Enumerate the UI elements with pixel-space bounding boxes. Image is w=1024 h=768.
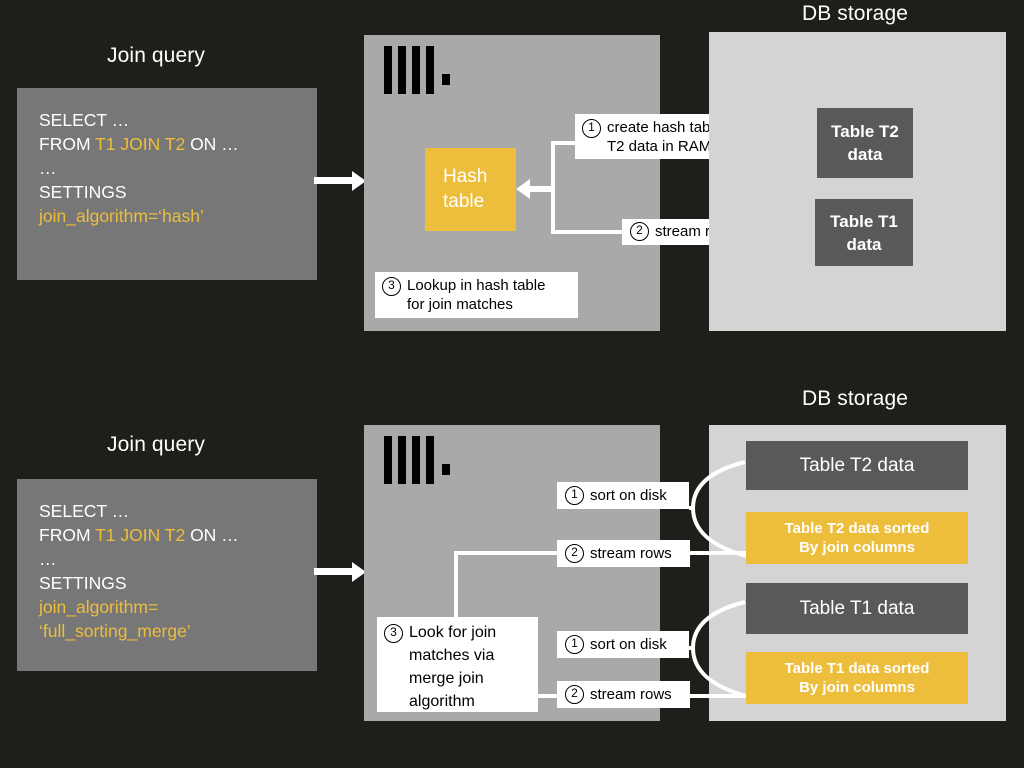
bottom-callout-sort-2-number: 1 (565, 634, 584, 654)
top-conn-bracket-top-stub (551, 141, 579, 145)
top-db-storage-panel (709, 32, 1006, 331)
bottom-conn-stream-upper-left (454, 551, 559, 555)
bottom-callout-stream-2-text: stream rows (590, 685, 672, 703)
bottom-query-to-server-arrow-shaft (314, 568, 358, 575)
bottom-table-t1-raw-block: Table T1 data (746, 583, 968, 634)
top-query-line-1: SELECT … (39, 110, 130, 130)
top-query-line-2: FROM T1 JOIN T2 ON … (39, 132, 295, 156)
bottom-callout-stream-2: 2 stream rows (557, 681, 690, 708)
bottom-conn-stream-upper-right (689, 551, 748, 555)
top-conn-hash-arrow-shaft (529, 186, 555, 192)
top-conn-bracket-bottom-stub (551, 230, 623, 234)
bottom-callout-stream-2-number: 2 (565, 684, 584, 704)
top-query-to-server-arrow-shaft (314, 177, 358, 184)
top-callout-1-number: 1 (582, 119, 601, 138)
bottom-query-line-6: ‘full_sorting_merge’ (39, 621, 191, 641)
bottom-callout-merge-text: Look for join matches via merge join alg… (409, 624, 497, 710)
top-table-t1-label: Table T1 data (830, 211, 898, 254)
bottom-table-t2-sorted-label: Table T2 data sorted By join columns (784, 520, 930, 556)
bottom-callout-sort-1: 1 sort on disk (557, 482, 689, 509)
bottom-query-line-2-pre: FROM (39, 525, 96, 545)
bottom-callout-merge: 3 Look for join matches via merge join a… (377, 617, 538, 712)
top-table-t1-block: Table T1 data (815, 199, 913, 266)
top-callout-3-text: Lookup in hash table for join matches (407, 277, 546, 313)
bottom-callout-sort-2: 1 sort on disk (557, 631, 689, 658)
clickhouse-logo-icon (384, 436, 464, 484)
bottom-query-line-4: SETTINGS (39, 573, 127, 593)
top-hash-table-line-1: Hash (443, 166, 488, 187)
top-db-storage-title: DB storage (801, 2, 909, 25)
bottom-table-t2-sorted-block: Table T2 data sorted By join columns (746, 512, 968, 564)
bottom-callout-stream-1: 2 stream rows (557, 540, 690, 567)
top-hash-table-line-2: table (443, 191, 485, 212)
top-query-line-4: SETTINGS (39, 182, 127, 202)
bottom-conn-stream-lower-left (537, 694, 563, 698)
top-callout-3-number: 3 (382, 277, 401, 296)
bottom-conn-stream-lower-right (689, 694, 748, 698)
bottom-callout-stream-1-text: stream rows (590, 544, 672, 562)
top-query-line-5: join_algorithm=‘hash’ (39, 206, 204, 226)
bottom-query-line-2-post: ON … (185, 525, 239, 545)
bottom-table-t1-sorted-label: Table T1 data sorted By join columns (784, 660, 930, 696)
bottom-table-t2-raw-block: Table T2 data (746, 441, 968, 490)
bottom-join-query-title: Join query (107, 433, 205, 456)
bottom-callout-sort-2-text: sort on disk (590, 635, 667, 653)
bottom-query-line-1: SELECT … (39, 501, 130, 521)
bottom-query-box: SELECT … FROM T1 JOIN T2 ON … … SETTINGS… (17, 479, 317, 671)
bottom-query-line-2: FROM T1 JOIN T2 ON … (39, 523, 295, 547)
top-query-line-2-pre: FROM (39, 134, 96, 154)
top-query-line-2-accent: T1 JOIN T2 (95, 134, 186, 154)
top-query-line-3: … (39, 158, 57, 178)
top-callout-2-number: 2 (630, 222, 649, 241)
bottom-callout-merge-number: 3 (384, 624, 403, 643)
bottom-table-t1-raw-label: Table T1 data (799, 598, 915, 619)
bottom-callout-sort-1-text: sort on disk (590, 486, 667, 504)
top-callout-3: 3 Lookup in hash table for join matches (375, 272, 578, 318)
top-join-query-title: Join query (107, 44, 205, 67)
bottom-query-to-server-arrow-head (352, 562, 366, 582)
bottom-table-t2-raw-label: Table T2 data (799, 455, 915, 476)
top-query-line-2-post: ON … (185, 134, 239, 154)
bottom-query-line-2-accent: T1 JOIN T2 (95, 525, 186, 545)
bottom-query-line-5: join_algorithm= (39, 597, 159, 617)
bottom-db-storage-title: DB storage (801, 387, 909, 410)
top-table-t2-label: Table T2 data (831, 122, 899, 164)
clickhouse-logo-icon (384, 46, 464, 94)
top-query-to-server-arrow-head (352, 171, 366, 191)
top-hash-table-block: Hash table (425, 148, 516, 231)
top-query-box: SELECT … FROM T1 JOIN T2 ON … … SETTINGS… (17, 88, 317, 280)
bottom-query-line-3: … (39, 549, 57, 569)
bottom-callout-sort-1-number: 1 (565, 485, 584, 505)
top-conn-hash-arrow-head (516, 179, 530, 199)
bottom-conn-stream-upper-vertical (454, 551, 458, 639)
bottom-table-t1-sorted-block: Table T1 data sorted By join columns (746, 652, 968, 704)
bottom-callout-stream-1-number: 2 (565, 543, 584, 563)
top-table-t2-block: Table T2 data (817, 108, 913, 178)
